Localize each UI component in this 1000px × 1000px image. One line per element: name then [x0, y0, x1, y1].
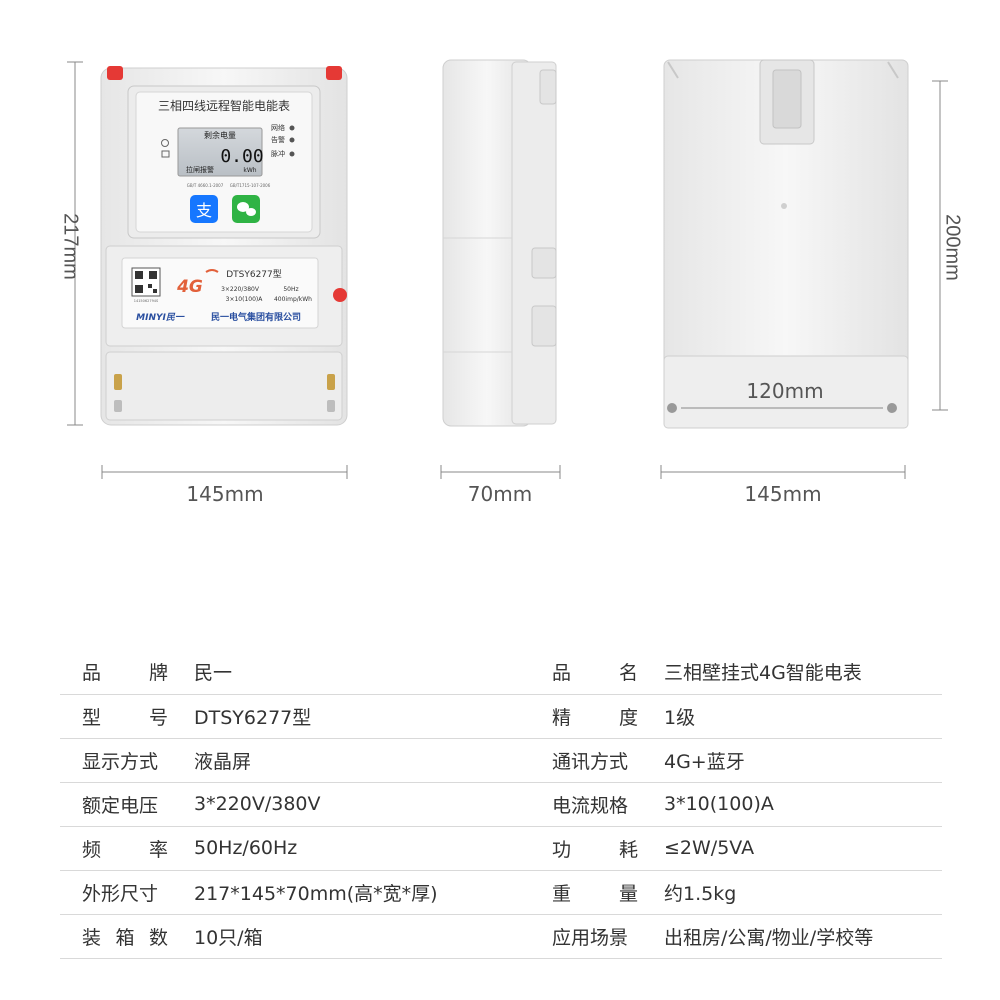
- badge-4g: 4G: [176, 277, 203, 297]
- lcd-screen: [177, 127, 263, 177]
- spec-row: 额定电压 3*220V/380V 电流规格 3*10(100)A: [60, 782, 942, 826]
- meter-model: DTSY6277型: [226, 269, 282, 280]
- spec-row: 型号 DTSY6277型 精度 1级: [60, 694, 942, 738]
- spec-row: 频率 50Hz/60Hz 功耗 ≤2W/5VA: [60, 826, 942, 870]
- red-tab-right: [326, 66, 342, 80]
- status-alarm: 告警: [271, 135, 285, 144]
- status-network: 网络: [271, 123, 285, 132]
- spec-key: 型号: [82, 706, 168, 729]
- spec-value: DTSY6277型: [194, 706, 312, 729]
- dim-front-width: 145mm: [186, 482, 263, 506]
- spec-value: 3*220V/380V: [194, 793, 321, 815]
- meter-views: 支: [67, 59, 948, 506]
- lcd-label-remaining: 剩余电量: [204, 130, 236, 140]
- brand-logo: MINYI民一: [136, 312, 185, 323]
- dim-front-height: 217mm: [59, 213, 82, 280]
- front-view: 支: [67, 61, 348, 479]
- lcd-label-switch: 拉闸报警: [186, 165, 214, 174]
- spec-value: 液晶屏: [194, 750, 252, 773]
- spec-value: 三相壁挂式4G智能电表: [664, 662, 862, 685]
- svg-text:支: 支: [196, 201, 212, 220]
- red-button: [333, 288, 347, 302]
- spec-row: 显示方式 液晶屏 通讯方式 4G+蓝牙: [60, 738, 942, 782]
- spec-key: 额定电压: [82, 794, 159, 817]
- screw-left: [114, 374, 122, 390]
- dim-back-height: 200mm: [941, 214, 964, 281]
- spec-value: 217*145*70mm(高*宽*厚): [194, 882, 438, 905]
- red-tab-left: [107, 66, 123, 80]
- spec-value: 4G+蓝牙: [664, 750, 745, 773]
- dim-side-depth: 70mm: [468, 482, 532, 506]
- spec-value: 3*10(100)A: [664, 793, 774, 815]
- status-pulse: 脉冲: [271, 149, 285, 158]
- rating-const: 400imp/kWh: [274, 296, 312, 303]
- spec-key: 品名: [552, 662, 638, 685]
- company-name: 民一电气集团有限公司: [211, 311, 301, 323]
- standard-1: GB/T 4660.1-2007: [187, 183, 224, 188]
- spec-key: 通讯方式: [552, 750, 629, 773]
- spec-value: 1级: [664, 706, 696, 729]
- rating-current: 3×10(100)A: [226, 296, 264, 303]
- spec-row: 品牌 民一 品名 三相壁挂式4G智能电表: [60, 650, 942, 694]
- spec-key: 装箱数: [82, 926, 168, 949]
- spec-row: 装箱数 10只/箱 应用场景 出租房/公寓/物业/学校等: [60, 914, 942, 958]
- back-view: [660, 59, 948, 479]
- side-view: [440, 59, 561, 479]
- spec-value: 10只/箱: [194, 926, 263, 949]
- product-drawing: 支: [59, 59, 964, 506]
- spec-row: 外形尺寸 217*145*70mm(高*宽*厚) 重量 约1.5kg: [60, 870, 942, 914]
- meter-title: 三相四线远程智能电能表: [158, 98, 290, 113]
- serial-number: 1415062794S: [134, 299, 159, 303]
- lcd-value: 0.00: [220, 146, 263, 167]
- dim-back-mount: 120mm: [746, 379, 823, 403]
- spec-key: 重量: [552, 882, 638, 905]
- lcd-unit: kWh: [243, 167, 256, 174]
- spec-key: 频率: [82, 838, 168, 861]
- spec-key: 品牌: [82, 662, 168, 685]
- spec-key: 应用场景: [552, 926, 629, 949]
- spec-value: ≤2W/5VA: [664, 837, 755, 859]
- standard-2: GB/T1715-107-2006: [230, 183, 271, 188]
- spec-value: 出租房/公寓/物业/学校等: [664, 926, 874, 949]
- spec-table: 品牌 民一 品名 三相壁挂式4G智能电表型号 DTSY6277型 精度 1级显示方式 液晶屏 通…: [60, 650, 942, 959]
- spec-key: 功耗: [552, 838, 638, 861]
- alipay-icon: [190, 195, 218, 223]
- mount-hole-right: [887, 403, 897, 413]
- screw-right: [327, 374, 335, 390]
- spec-value: 50Hz/60Hz: [194, 837, 298, 859]
- spec-key: 电流规格: [552, 794, 629, 817]
- mount-hole-left: [667, 403, 677, 413]
- spec-value: 约1.5kg: [664, 882, 737, 905]
- spec-value: 民一: [194, 662, 233, 685]
- rating-voltage: 3×220/380V: [221, 286, 260, 293]
- spec-key: 外形尺寸: [82, 882, 159, 905]
- spec-key: 显示方式: [82, 750, 159, 773]
- rating-freq: 50Hz: [283, 286, 298, 293]
- dim-back-width: 145mm: [744, 482, 821, 506]
- spec-key: 精度: [552, 706, 638, 729]
